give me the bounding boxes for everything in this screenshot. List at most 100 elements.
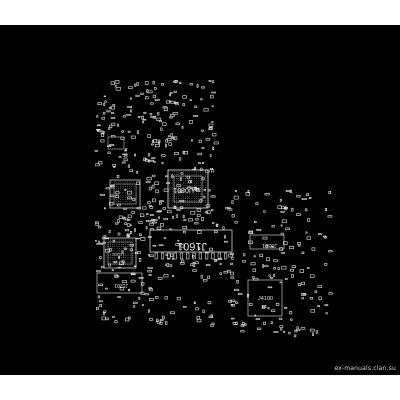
bga-ball xyxy=(118,194,119,196)
bga-ball xyxy=(110,257,111,258)
main-connector[interactable]: J1601 xyxy=(149,229,233,253)
component-footprint xyxy=(301,292,306,296)
component-footprint xyxy=(208,79,212,83)
component-footprint xyxy=(236,280,239,284)
bga-ball xyxy=(180,200,182,201)
component-footprint xyxy=(298,244,301,247)
right-bottom-connector[interactable]: J4100 xyxy=(247,279,283,317)
bga-ball xyxy=(122,199,124,200)
bga-ball xyxy=(129,244,131,245)
bga-ball xyxy=(123,252,124,254)
boardview-canvas[interactable]: U0801 U1201 J1601 J1201 J5301 xyxy=(0,25,400,375)
bga-ball xyxy=(189,198,191,199)
component-footprint xyxy=(97,124,101,127)
bga-ball xyxy=(120,188,122,189)
component-footprint xyxy=(179,252,183,260)
component-footprint xyxy=(107,151,111,154)
bga-ball xyxy=(116,259,118,261)
component-footprint xyxy=(174,80,178,83)
bga-ball xyxy=(118,252,120,254)
lower-left-chip[interactable]: U1201 xyxy=(103,237,137,269)
bga-ball xyxy=(189,182,191,184)
component-footprint xyxy=(150,116,155,119)
bga-ball xyxy=(198,200,199,201)
component-footprint xyxy=(117,219,120,223)
bga-ball xyxy=(180,189,182,190)
bga-ball xyxy=(200,204,202,206)
component-footprint xyxy=(202,162,204,164)
bga-ball xyxy=(118,261,120,263)
bga-ball xyxy=(191,189,193,190)
pch-chip[interactable] xyxy=(109,179,141,209)
bga-ball xyxy=(187,195,188,197)
bga-ball xyxy=(120,201,122,203)
main-connector-label: J1601 xyxy=(177,240,207,252)
component-footprint xyxy=(129,169,134,173)
component-footprint xyxy=(140,213,145,217)
component-footprint xyxy=(210,209,214,212)
component-footprint xyxy=(148,274,152,276)
bga-ball xyxy=(129,190,130,192)
component-footprint xyxy=(255,202,259,205)
cpu-chip[interactable]: U0801 xyxy=(167,169,209,209)
component-footprint xyxy=(95,163,100,167)
bga-ball xyxy=(178,173,180,175)
component-footprint xyxy=(114,274,118,278)
component-footprint xyxy=(209,247,213,252)
component-footprint xyxy=(124,149,127,152)
bga-ball xyxy=(182,198,184,199)
component-footprint xyxy=(279,325,284,328)
bga-ball xyxy=(202,200,204,201)
component-footprint xyxy=(192,261,196,264)
bga-ball xyxy=(171,195,173,197)
component-footprint xyxy=(100,139,105,143)
component-footprint xyxy=(324,263,328,266)
component-footprint xyxy=(115,195,119,198)
component-footprint xyxy=(290,274,294,278)
bga-ball xyxy=(105,255,107,256)
component-footprint xyxy=(98,300,103,303)
component-footprint xyxy=(107,145,112,148)
bga-ball xyxy=(118,199,119,200)
upper-left-chip[interactable] xyxy=(107,136,125,150)
component-footprint xyxy=(154,252,158,260)
component-footprint xyxy=(268,274,271,277)
bga-ball xyxy=(105,239,107,241)
component-footprint xyxy=(146,181,151,183)
bga-ball xyxy=(200,178,202,179)
bga-ball xyxy=(112,259,113,261)
bga-ball xyxy=(121,246,122,247)
component-footprint xyxy=(192,269,197,272)
bga-ball xyxy=(112,261,113,263)
component-footprint xyxy=(179,199,185,202)
component-footprint xyxy=(98,161,103,165)
component-footprint xyxy=(159,202,162,205)
component-footprint xyxy=(182,102,185,107)
component-footprint xyxy=(284,278,288,280)
bga-ball xyxy=(110,259,111,261)
bga-ball xyxy=(133,190,135,192)
component-footprint xyxy=(280,210,285,213)
component-footprint xyxy=(167,210,172,214)
component-footprint xyxy=(195,307,199,311)
component-footprint xyxy=(211,121,214,123)
component-footprint xyxy=(124,189,127,191)
component-footprint xyxy=(155,144,160,148)
component-footprint xyxy=(146,220,150,223)
component-footprint xyxy=(264,193,270,196)
right-connector[interactable]: J5301 xyxy=(249,234,285,250)
component-footprint xyxy=(194,222,199,225)
component-footprint xyxy=(123,155,128,158)
component-footprint xyxy=(170,311,175,315)
bga-ball xyxy=(135,181,137,183)
component-footprint xyxy=(200,275,203,279)
left-bottom-connector[interactable]: J1201 xyxy=(96,272,143,294)
bga-ball xyxy=(127,250,129,252)
component-footprint xyxy=(177,240,180,242)
bga-ball xyxy=(185,173,186,175)
component-footprint xyxy=(328,191,331,195)
component-footprint xyxy=(129,97,132,100)
bga-ball xyxy=(129,252,131,254)
component-footprint xyxy=(169,264,172,267)
component-footprint xyxy=(156,318,159,323)
